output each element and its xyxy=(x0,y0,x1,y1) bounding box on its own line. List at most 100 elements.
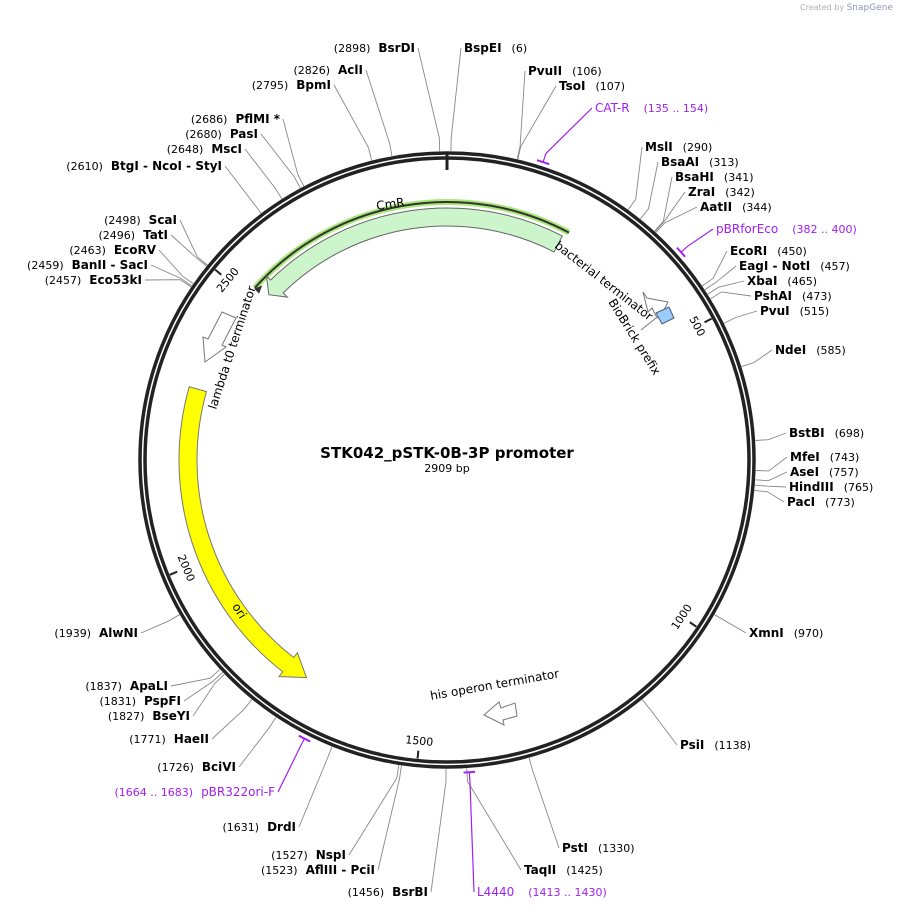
enzyme-site[interactable]: (2826)AclI xyxy=(293,63,393,157)
enzyme-site[interactable]: XmnI(970) xyxy=(714,614,823,640)
enzyme-site[interactable]: PvuII(106) xyxy=(516,64,602,160)
enzyme-leader-line xyxy=(192,673,225,717)
enzyme-position: (341) xyxy=(724,171,754,184)
enzyme-site[interactable]: EagI - NotI(457) xyxy=(704,259,850,291)
primer-site[interactable]: L4440(1413 .. 1430) xyxy=(463,770,607,899)
cmr-orf[interactable] xyxy=(252,199,571,294)
enzyme-label: PvuII(106) xyxy=(528,64,602,78)
enzyme-position: (342) xyxy=(725,186,755,199)
enzyme-site[interactable]: (1837)ApaLI xyxy=(85,669,221,693)
enzyme-name: BseYI xyxy=(152,709,190,723)
enzyme-leader-line xyxy=(170,669,221,687)
enzyme-site[interactable]: BspEI(6) xyxy=(450,41,527,152)
enzyme-site[interactable]: (1456)BsrBI xyxy=(348,768,447,899)
enzyme-position: (473) xyxy=(802,290,832,303)
enzyme-label: (2795)BpmI xyxy=(252,78,331,92)
enzyme-name: AflIII - PciI xyxy=(306,863,375,877)
enzyme-site[interactable]: (1827)BseYI xyxy=(108,673,225,723)
enzyme-site[interactable]: (2459)BanII - SacI xyxy=(27,258,193,287)
enzyme-site[interactable]: TsoI(107) xyxy=(517,79,625,160)
enzyme-site[interactable]: (1831)PspFI xyxy=(99,672,223,708)
enzyme-label: BsaHI(341) xyxy=(675,170,754,184)
enzyme-site[interactable]: (2648)MscI xyxy=(167,142,283,200)
enzyme-site[interactable]: (2898)BsrDI xyxy=(334,41,441,152)
enzyme-site[interactable]: (2498)ScaI xyxy=(104,213,208,266)
enzyme-site[interactable]: ZraI(342) xyxy=(654,185,755,232)
enzyme-site[interactable]: (1939)AlwNI xyxy=(54,614,180,640)
enzyme-leader-line xyxy=(170,234,207,267)
ori-feature[interactable]: ori xyxy=(178,386,308,679)
enzyme-position: (1523) xyxy=(261,864,298,877)
enzyme-name: XbaI xyxy=(747,274,777,288)
his-operon-terminator-feature[interactable]: his operon terminator xyxy=(429,666,560,726)
enzyme-position: (1939) xyxy=(54,627,91,640)
enzyme-leader-line xyxy=(701,250,728,287)
enzyme-site[interactable]: (2686)PflMI * xyxy=(191,112,305,187)
enzyme-leader-line xyxy=(627,146,643,210)
enzyme-site[interactable]: (2795)BpmI xyxy=(252,78,373,161)
enzyme-site[interactable]: MslI(290) xyxy=(627,140,713,210)
cmr-feature[interactable]: CmR xyxy=(265,195,563,298)
enzyme-site[interactable]: PsiI(1138) xyxy=(641,699,751,752)
enzyme-site[interactable]: NdeI(585) xyxy=(741,343,846,367)
enzyme-position: (2496) xyxy=(98,229,135,242)
enzyme-site[interactable]: BstBI(698) xyxy=(755,426,865,441)
enzyme-position: (743) xyxy=(830,451,860,464)
enzyme-site[interactable]: (2610)BtgI - NcoI - StyI xyxy=(66,159,262,214)
enzyme-label: AseI(757) xyxy=(790,465,859,479)
enzyme-name: TaqII xyxy=(524,863,556,877)
enzyme-site[interactable]: (1631)DrdI xyxy=(222,746,333,834)
enzyme-label: EagI - NotI(457) xyxy=(739,259,850,273)
enzyme-site[interactable]: (2496)TatI xyxy=(98,228,207,267)
enzyme-site[interactable]: (2680)PasI xyxy=(185,127,301,189)
enzyme-site[interactable]: TaqII(1425) xyxy=(466,768,603,877)
enzyme-site[interactable]: HindIII(765) xyxy=(754,480,873,494)
enzyme-leader-line xyxy=(183,672,223,702)
enzyme-position: (106) xyxy=(572,65,602,78)
enzyme-site[interactable]: PshAI(473) xyxy=(710,289,832,303)
enzyme-site[interactable]: BsaHI(341) xyxy=(654,170,754,232)
enzyme-position: (1138) xyxy=(714,739,751,752)
enzyme-position: (2610) xyxy=(66,160,103,173)
enzyme-leader-line xyxy=(755,456,788,472)
enzyme-name: BpmI xyxy=(296,78,331,92)
enzyme-site[interactable]: (1527)NspI xyxy=(271,765,400,862)
enzyme-site[interactable]: (1726)BciVI xyxy=(157,717,277,774)
enzyme-position: (698) xyxy=(835,427,865,440)
enzyme-site[interactable]: PacI(773) xyxy=(754,490,855,509)
snapgene-credit: Created by SnapGene xyxy=(800,3,893,13)
enzyme-label: XbaI (465) xyxy=(747,274,817,288)
enzyme-site[interactable]: XbaI (465) xyxy=(707,274,817,295)
enzyme-label: PsiI(1138) xyxy=(680,738,751,752)
enzyme-position: (465) xyxy=(787,275,817,288)
enzyme-label: XmnI(970) xyxy=(749,626,823,640)
enzyme-site[interactable]: (1523) AflIII - PciI xyxy=(261,765,402,877)
enzyme-site[interactable]: PstI(1330) xyxy=(528,757,635,855)
enzyme-label: (2459)BanII - SacI xyxy=(27,258,148,272)
primer-name: pBR322ori-F xyxy=(201,785,275,799)
enzyme-leader-line xyxy=(707,280,745,295)
enzyme-label: BsaAI(313) xyxy=(661,155,739,169)
enzyme-leader-line xyxy=(377,765,402,871)
primer-site[interactable]: (1664 .. 1683)pBR322ori-F xyxy=(115,734,311,799)
enzyme-leader-line xyxy=(723,310,758,324)
enzyme-site[interactable]: (2457)Eco53kI xyxy=(45,273,192,288)
enzyme-position: (290) xyxy=(683,141,713,154)
enzyme-position: (457) xyxy=(820,260,850,273)
enzyme-site[interactable]: AatII(344) xyxy=(655,200,772,233)
primer-site[interactable]: CAT-R(135 .. 154) xyxy=(536,101,708,166)
enzyme-leader-line xyxy=(517,85,557,160)
enzyme-name: AseI xyxy=(790,465,819,479)
enzyme-site[interactable]: (2463)EcoRV xyxy=(69,243,194,284)
primer-name: pBRforEco xyxy=(716,222,778,236)
primer-site[interactable]: pBRforEco(382 .. 400) xyxy=(676,222,857,258)
enzyme-site[interactable]: BsaAI(313) xyxy=(639,155,739,220)
enzyme-site[interactable]: AseI(757) xyxy=(755,465,859,482)
enzyme-site[interactable]: (1771)HaeII xyxy=(129,699,253,746)
enzyme-site[interactable]: MfeI(743) xyxy=(755,450,860,472)
enzyme-site[interactable]: PvuI(515) xyxy=(723,304,829,324)
lambda-t0-terminator-feature[interactable]: lambda t0 terminator xyxy=(202,284,259,411)
enzyme-position: (970) xyxy=(794,627,824,640)
primer-leader-line xyxy=(680,228,714,253)
enzyme-site[interactable]: EcoRI(450) xyxy=(701,244,807,287)
